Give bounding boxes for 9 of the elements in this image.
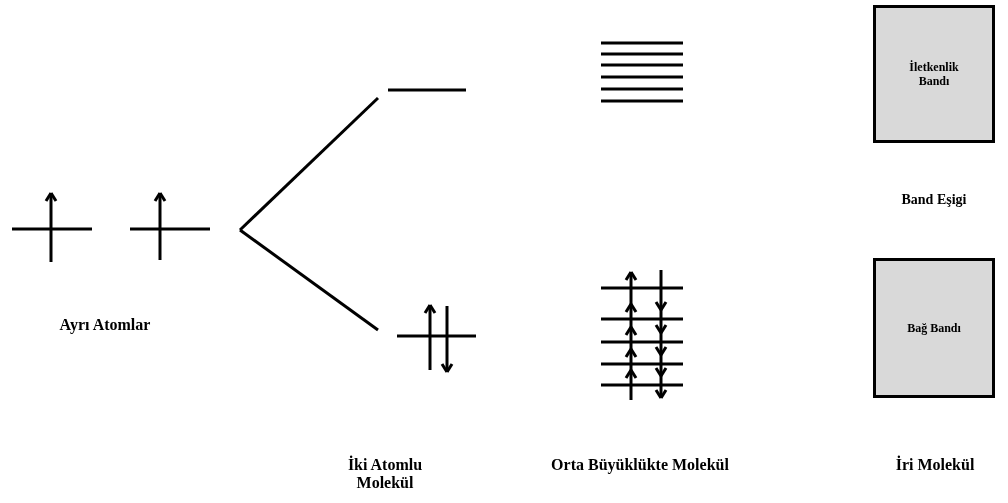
band-box <box>873 5 995 143</box>
column-label: Ayrı Atomlar <box>58 316 152 334</box>
column-label: İri Molekül <box>894 456 976 474</box>
gap-label: Band Eşigi <box>900 192 968 208</box>
band-name: Bağ Bandı <box>906 320 962 336</box>
column-label: İki Atomlu Molekül <box>346 456 424 492</box>
band-name: İletkenlik Bandı <box>908 59 960 89</box>
band-box <box>873 258 995 398</box>
column-label: Orta Büyüklükte Molekül <box>550 456 730 474</box>
